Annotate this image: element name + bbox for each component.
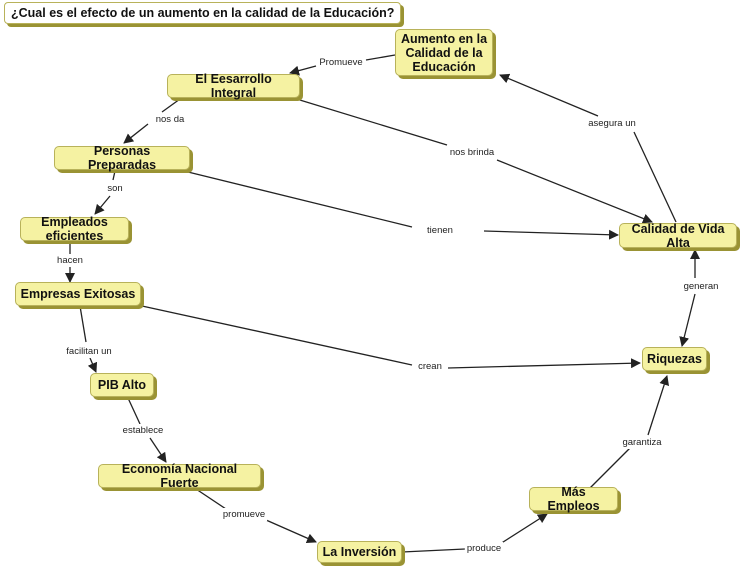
link-label-background: [447, 146, 497, 159]
link-label-garantiza: garantiza: [622, 437, 662, 448]
link-label-background: [64, 345, 114, 358]
link-label-background: [620, 436, 665, 449]
link-label-crean: crean: [418, 361, 442, 372]
link-label-background: [220, 508, 268, 521]
node-aumento-calidad-educacion[interactable]: Aumento en la Calidad de la Educación: [395, 29, 493, 76]
node-pib-alto[interactable]: PIB Alto: [90, 373, 154, 397]
link-label-background: [317, 56, 365, 69]
node-empleados-eficientes[interactable]: Empleados eficientes: [20, 215, 129, 243]
node-riquezas[interactable]: Riquezas: [642, 347, 707, 371]
link-label-background: [425, 224, 455, 237]
link-label-background: [105, 182, 125, 195]
link-label-facilitan: facilitan un: [66, 346, 111, 357]
link-label-asegura: asegura un: [588, 118, 636, 129]
node-personas-preparadas[interactable]: Personas Preparadas: [54, 144, 190, 172]
link-label-tienen: tienen: [427, 225, 453, 236]
node-la-inversion[interactable]: La Inversión: [317, 541, 402, 563]
link-label-background: [120, 424, 166, 437]
link-label-nos-da: nos da: [156, 114, 185, 125]
link-label-hacen: hacen: [57, 255, 83, 266]
node-empresas-exitosas[interactable]: Empresas Exitosas: [15, 282, 141, 306]
link-label-promueve-2: promueve: [223, 509, 265, 520]
link-label-son: son: [107, 183, 122, 194]
link-label-promueve: Promueve: [319, 57, 362, 68]
node-desarrollo-integral[interactable]: El Eesarrollo Integral: [167, 72, 300, 100]
link-label-produce: produce: [467, 543, 501, 554]
link-label-generan: generan: [684, 281, 719, 292]
link-label-background: [681, 280, 721, 293]
link-label-background: [464, 542, 504, 555]
link-label-background: [416, 360, 444, 373]
link-label-nos-brinda: nos brinda: [450, 147, 495, 158]
link-label-background: [55, 254, 85, 267]
link-label-background: [153, 113, 187, 126]
node-calidad-vida-alta[interactable]: Calidad de Vida Alta: [619, 222, 737, 250]
link-label-establece: establece: [123, 425, 164, 436]
node-mas-empleos[interactable]: Más Empleos: [529, 485, 618, 513]
node-economia-nacional-fuerte[interactable]: Economía Nacional Fuerte: [98, 462, 261, 490]
link-label-background: [586, 117, 638, 130]
map-title: ¿Cual es el efecto de un aumento en la c…: [4, 2, 402, 24]
